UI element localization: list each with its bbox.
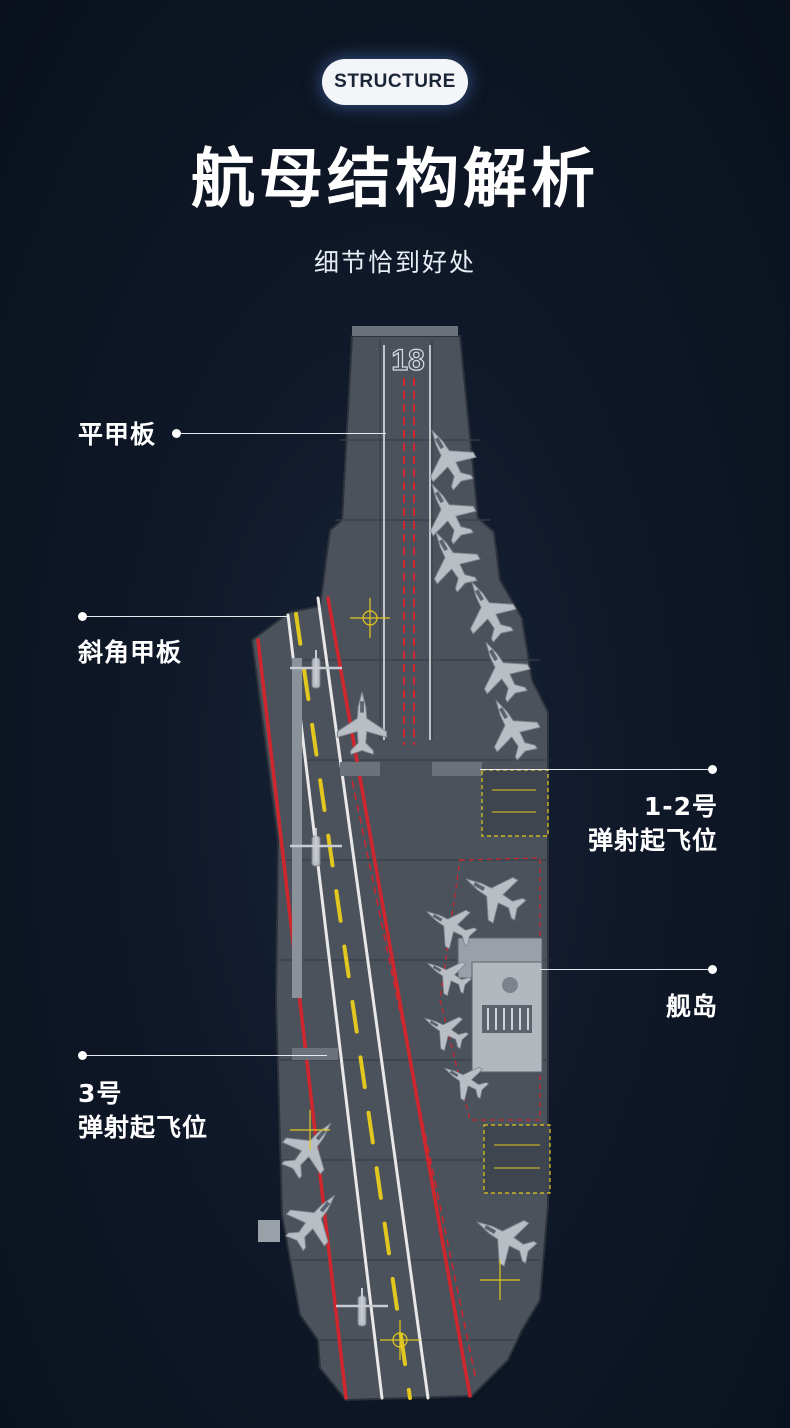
page-subtitle: 细节恰到好处 [313,248,476,277]
callout-catapult-12-line [480,769,710,770]
page-title: 航母结构解析 [191,143,599,217]
callout-angled-deck-dot [78,612,87,621]
hull-number: 18 [391,344,424,377]
callout-catapult-3-line1: 3号 [78,1079,123,1108]
callout-flat-deck-label: 平甲板 [78,420,157,449]
callout-catapult-3-label: 3号 弹射起飞位 [78,1077,208,1145]
callout-catapult-12-line1: 1-2号 [643,792,718,821]
callout-angled-deck-line [87,616,287,617]
callout-catapult-12-line2: 弹射起飞位 [587,826,718,855]
callout-catapult-3-dot [78,1051,87,1060]
callout-catapult-12-dot [708,765,717,774]
callout-flat-deck-dot [172,429,181,438]
callout-island-line [540,969,710,970]
callout-island-label: 舰岛 [665,992,718,1021]
callout-flat-deck-line [181,433,386,434]
structure-badge: STRUCTURE [322,59,468,105]
callout-catapult-3-line2: 弹射起飞位 [78,1113,209,1142]
callout-island-dot [708,965,717,974]
callout-angled-deck-label: 斜角甲板 [78,638,183,667]
callout-catapult-12-label: 1-2号 弹射起飞位 [520,790,718,858]
island-structure [457,937,543,1073]
callout-catapult-3-line [87,1055,327,1056]
